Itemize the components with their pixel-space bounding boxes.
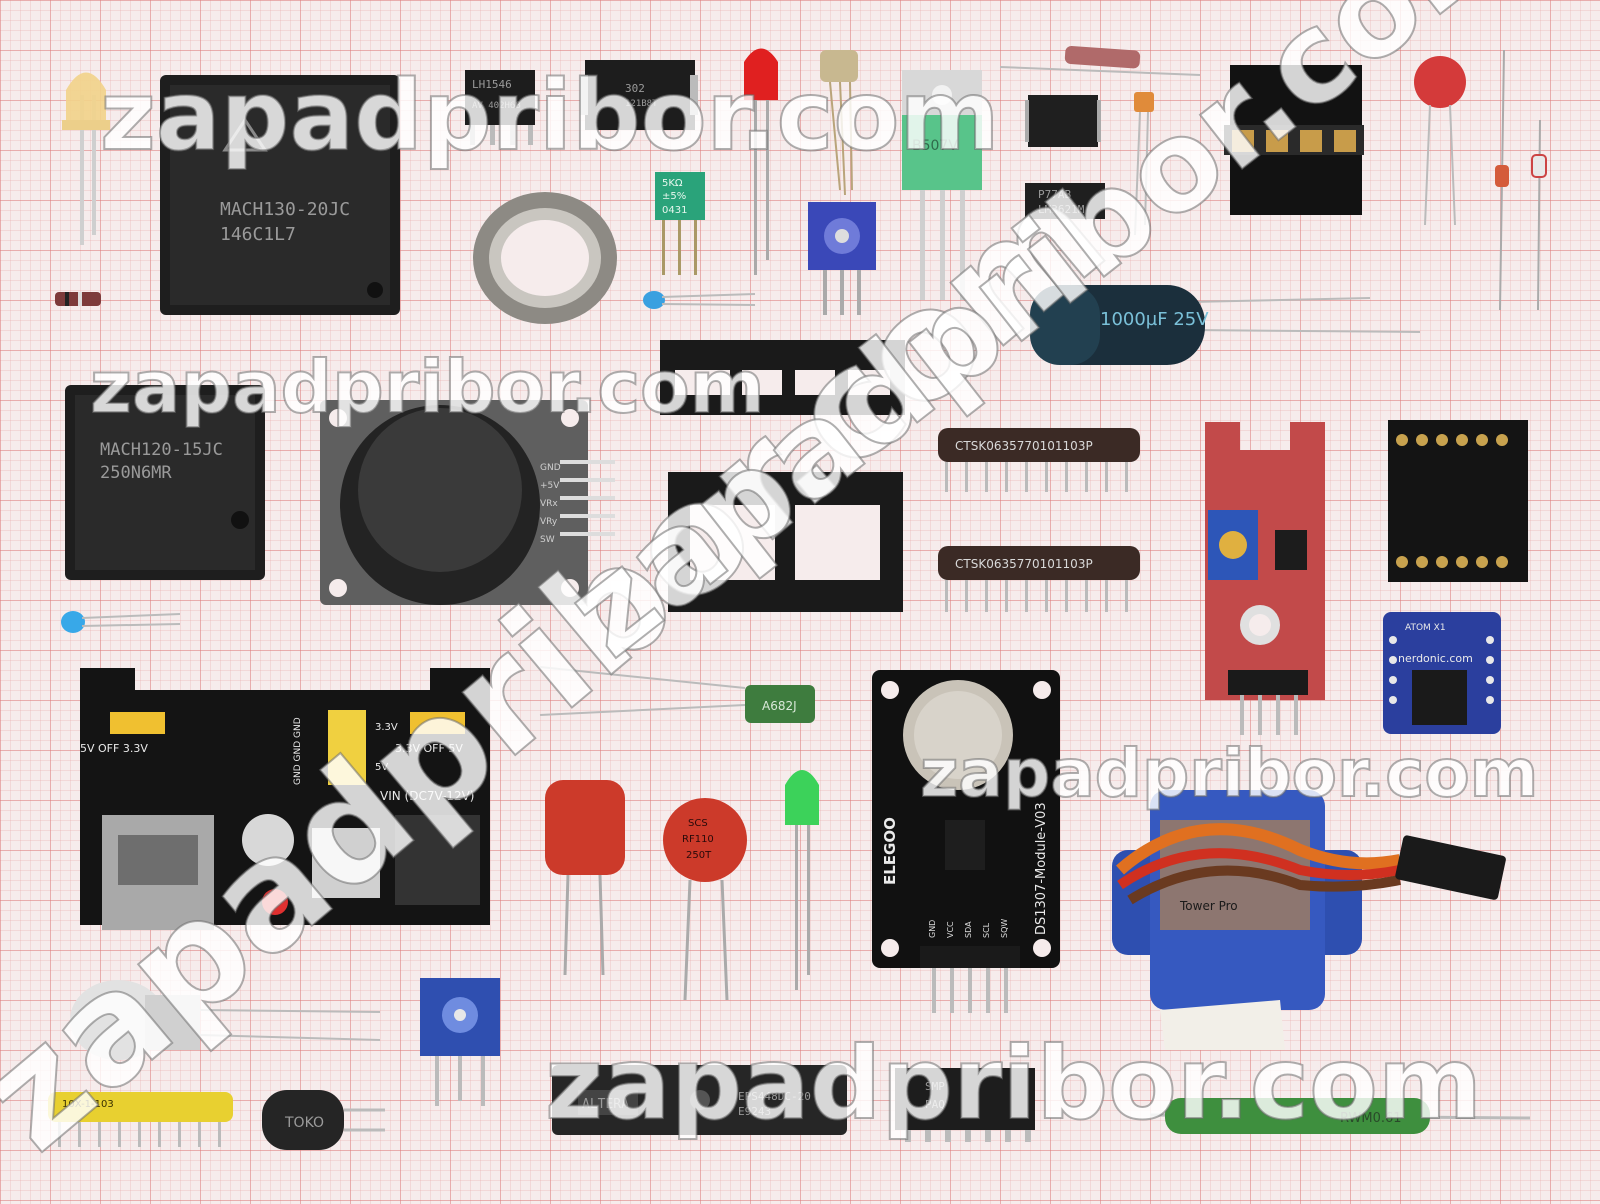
small-resistor xyxy=(55,292,101,306)
blue-trimmer-bottom xyxy=(420,978,500,1106)
to220-regulator: B507V xyxy=(902,70,982,300)
glass-diodes xyxy=(1495,49,1547,311)
servo-label: Tower Pro xyxy=(1179,899,1238,913)
black-socket-module xyxy=(1388,420,1528,582)
power-gnd: GND GND GND xyxy=(293,717,303,785)
green-trimmer: 5KΩ ±5% 0431 xyxy=(655,172,705,275)
film-capacitor: A682J xyxy=(539,666,815,723)
soic-bottom-line1: SMP xyxy=(925,1080,945,1093)
plcc-small-line1: MACH120-15JC xyxy=(100,440,223,460)
orange-capacitor xyxy=(1134,92,1154,236)
blue-ceramic-cap-left xyxy=(61,611,181,633)
toko-inductor: TOKO xyxy=(262,1090,385,1150)
to220-label: B507V xyxy=(912,138,958,154)
atom-line2: nerdonic.com xyxy=(1398,652,1473,665)
red-led xyxy=(744,48,778,275)
lh1546-line1: LH1546 xyxy=(472,78,512,91)
soic-bottom-line2: PAQ xyxy=(925,1098,945,1111)
atom-x1-board: ATOM X1 nerdonic.com xyxy=(1383,612,1501,734)
soic-chip-tk xyxy=(1025,95,1101,147)
green-led xyxy=(785,770,819,990)
joystick-pin-5: SW xyxy=(540,535,555,545)
red-ptc-fuse xyxy=(545,780,625,976)
ceramic-socket-gold xyxy=(1224,65,1364,215)
electrolytic-label: 1000µF 25V xyxy=(1100,309,1209,330)
dip-chip-302: 302 121B8T xyxy=(580,60,698,130)
breadboard-power-module: 5V OFF 3.3V 3.3V OFF 5V VIN (DC7V-12V) 3… xyxy=(80,668,490,930)
metal-ring xyxy=(473,192,617,324)
green-resistor-label: RWM0.61 xyxy=(1340,1111,1402,1126)
power-vin: VIN (DC7V-12V) xyxy=(380,789,474,803)
metal-transistor xyxy=(820,50,858,196)
servo-motor: Tower Pro xyxy=(1112,790,1506,1050)
trimmer-line2: ±5% xyxy=(662,191,686,202)
power-rail-b: 5V xyxy=(375,762,388,773)
rtc-pin-sqw: SQW xyxy=(1000,919,1009,938)
power-rail-a: 3.3V xyxy=(375,722,398,733)
resnet2-label: CTSK0635770101103P xyxy=(955,557,1093,571)
resnet1-label: CTSK0635770101103P xyxy=(955,439,1093,453)
joystick-pin-2: +5V xyxy=(540,481,560,491)
dip302-line2: 121B8T xyxy=(625,99,658,109)
eprom-line2: E9243 xyxy=(738,1105,771,1118)
plcc-chip-large: MACH130-20JC 146C1L7 xyxy=(160,75,400,315)
green-power-resistor: RWM0.61 xyxy=(1149,1098,1531,1134)
power-out-right: 3.3V OFF 5V xyxy=(395,742,463,755)
sip-label: 10X-1-103 xyxy=(62,1099,114,1110)
rtc-pin-scl: SCL xyxy=(982,922,991,938)
blue-ceramic-cap-top xyxy=(643,291,756,309)
rtc-pin-vcc: VCC xyxy=(946,921,955,938)
rtc-brand: ELEGOO xyxy=(881,817,899,885)
joystick-pin-4: VRy xyxy=(540,517,558,527)
rtc-pin-sda: SDA xyxy=(964,921,973,938)
eprom-brand: ALTERA xyxy=(582,1097,629,1112)
eprom-line1: EPS448DC-20 xyxy=(738,1090,811,1103)
inductor-label: TOKO xyxy=(284,1115,324,1131)
red-ceramic-disk xyxy=(1414,56,1466,226)
electrolytic-capacitor: 1000µF 25V xyxy=(1030,285,1421,365)
axial-resistor-top xyxy=(999,45,1201,76)
lh1546-line2: AV 402H68 xyxy=(472,101,521,111)
clear-led xyxy=(70,980,381,1060)
rtc-model: DS1307-Module-V03 xyxy=(1034,802,1049,935)
red-sensor-module xyxy=(1205,422,1325,735)
soic-chip-lm3621: P77AB LM3621M xyxy=(1025,183,1105,219)
ic-socket-square xyxy=(668,472,903,612)
joystick-module: GND +5V VRx VRy SW xyxy=(320,400,615,605)
dip302-line1: 302 xyxy=(625,82,645,95)
resistor-network-1: CTSK0635770101103P xyxy=(938,428,1140,492)
soic-small-line1: P77AB xyxy=(1038,188,1071,201)
blue-trimmer-pot xyxy=(808,202,876,315)
dip-chip-lh1546: LH1546 AV 402H68 xyxy=(465,70,535,145)
plcc-large-line1: MACH130-20JC xyxy=(220,199,350,220)
atom-line1: ATOM X1 xyxy=(1405,623,1446,633)
plcc-small-line2: 250N6MR xyxy=(100,463,172,483)
rtc-module: ELEGOO DS1307-Module-V03 GND VCC SDA SCL… xyxy=(872,670,1060,1013)
altera-eprom: ALTERA EPS448DC-20 E9243 xyxy=(552,1065,847,1135)
varistor: SCS RF110 250T xyxy=(663,798,747,1001)
amber-led xyxy=(62,72,110,245)
plcc-large-line2: 146C1L7 xyxy=(220,224,296,245)
joystick-pin-1: GND xyxy=(540,463,561,473)
yellow-sip-network: 10X-1-103 xyxy=(48,1092,233,1147)
soic-bottom: SMP PAQ xyxy=(895,1068,1035,1142)
varistor-line1: SCS xyxy=(688,818,708,829)
power-out-left: 5V OFF 3.3V xyxy=(80,742,148,755)
soic-small-line2: LM3621M xyxy=(1038,203,1085,216)
resistor-network-2: CTSK0635770101103P xyxy=(938,546,1140,612)
plcc-chip-small: MACH120-15JC 250N6MR xyxy=(65,385,265,580)
trimmer-line1: 5KΩ xyxy=(662,178,683,189)
rtc-pin-gnd: GND xyxy=(928,920,937,938)
varistor-line2: RF110 xyxy=(682,834,714,845)
trimmer-line3: 0431 xyxy=(662,205,687,216)
ic-socket-long xyxy=(660,340,905,415)
film-cap-label: A682J xyxy=(762,699,797,713)
varistor-line3: 250T xyxy=(686,850,712,861)
joystick-pin-3: VRx xyxy=(540,499,558,509)
